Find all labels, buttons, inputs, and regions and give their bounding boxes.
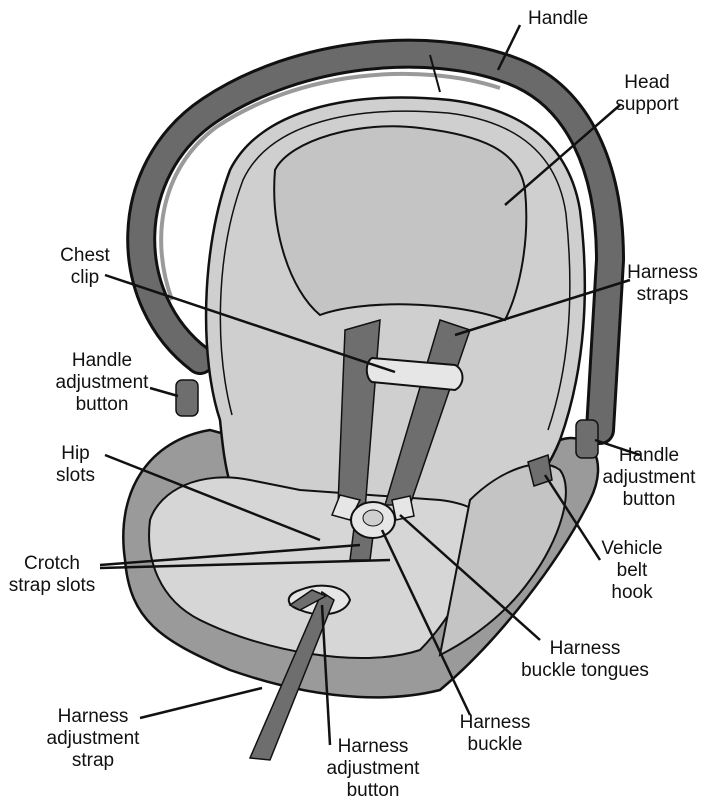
label-harness-adjustment-button-line1: Harness [318,736,428,758]
label-harness-adjustment-strap-line3: strap [38,750,148,772]
label-hip-slots-line1: Hip [48,443,103,465]
label-head-support: Head support [612,72,682,116]
label-vehicle-belt-hook: Vehicle belt hook [592,538,672,604]
label-vehicle-belt-hook-line3: hook [592,582,672,604]
label-handle-line1: Handle [528,8,588,30]
label-harness-buckle-tongues-line2: buckle tongues [520,660,650,682]
label-harness-adjustment-strap: Harness adjustment strap [38,706,148,772]
label-vehicle-belt-hook-line1: Vehicle [592,538,672,560]
label-crotch-strap-slots-line2: strap slots [2,575,102,597]
label-harness-adjustment-button-line3: button [318,780,428,802]
label-handle: Handle [528,8,588,30]
label-handle-adjustment-right: Handle adjustment button [595,445,703,511]
label-harness-straps: Harness straps [620,262,705,306]
label-vehicle-belt-hook-line2: belt [592,560,672,582]
label-crotch-strap-slots: Crotch strap slots [2,553,102,597]
label-harness-adjustment-strap-line1: Harness [38,706,148,728]
label-head-support-line1: Head [612,72,682,94]
label-handle-adjustment-right-line3: button [595,489,703,511]
label-handle-adjustment-left-line2: adjustment [48,372,156,394]
label-head-support-line2: support [612,94,682,116]
label-harness-buckle-line1: Harness [455,712,535,734]
label-harness-straps-line2: straps [620,284,705,306]
label-handle-adjustment-left: Handle adjustment button [48,350,156,416]
label-harness-buckle-tongues: Harness buckle tongues [520,638,650,682]
label-handle-adjustment-right-line1: Handle [595,445,703,467]
label-handle-adjustment-left-line1: Handle [48,350,156,372]
label-harness-straps-line1: Harness [620,262,705,284]
label-crotch-strap-slots-line1: Crotch [2,553,102,575]
label-chest-clip-line1: Chest [50,245,120,267]
label-harness-adjustment-button-line2: adjustment [318,758,428,780]
label-hip-slots-line2: slots [48,465,103,487]
label-handle-adjustment-left-line3: button [48,394,156,416]
label-handle-adjustment-right-line2: adjustment [595,467,703,489]
label-harness-buckle-tongues-line1: Harness [520,638,650,660]
label-harness-buckle-line2: buckle [455,734,535,756]
label-chest-clip-line2: clip [50,267,120,289]
label-harness-adjustment-strap-line2: adjustment [38,728,148,750]
label-hip-slots: Hip slots [48,443,103,487]
label-harness-buckle: Harness buckle [455,712,535,756]
label-chest-clip: Chest clip [50,245,120,289]
label-harness-adjustment-button: Harness adjustment button [318,736,428,802]
